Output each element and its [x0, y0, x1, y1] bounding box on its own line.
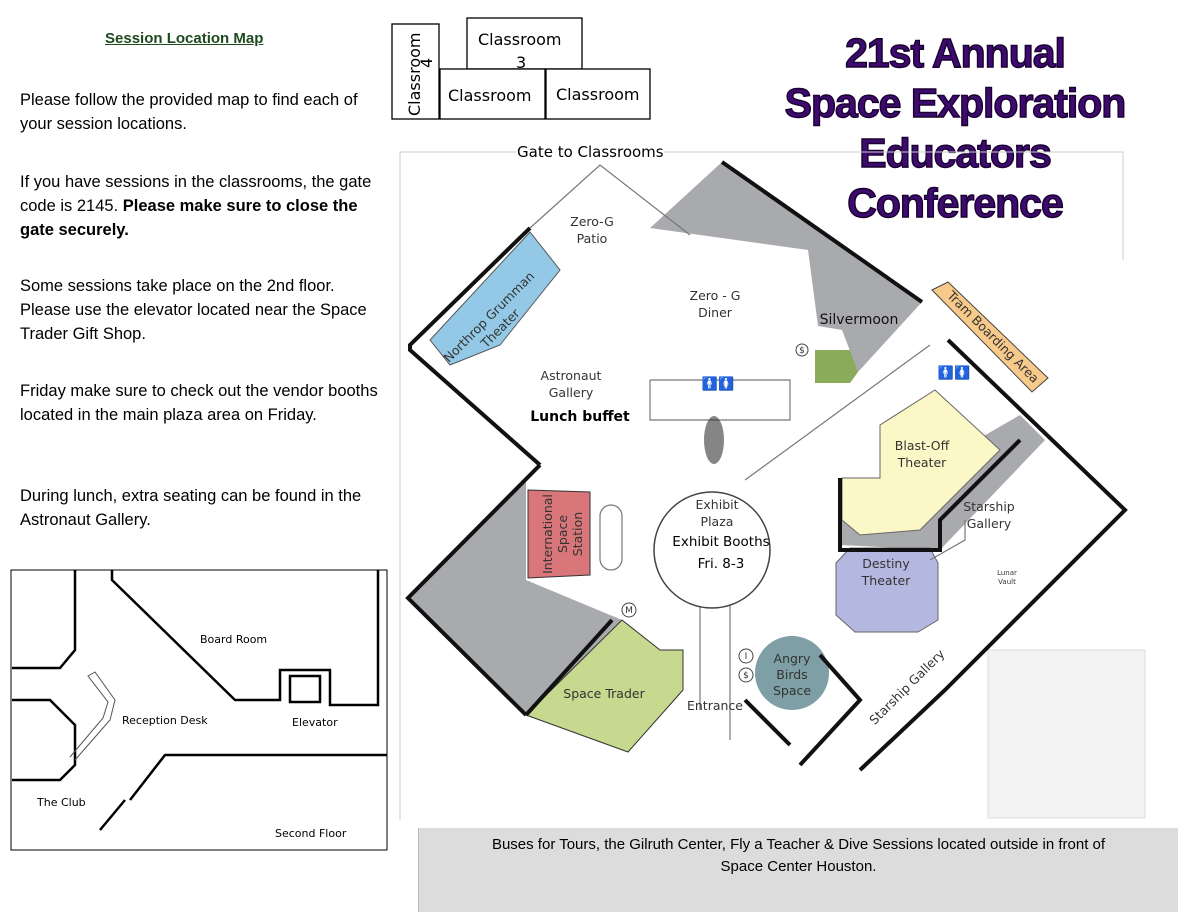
- zerog-diner-label: Zero - G: [690, 288, 741, 303]
- northrop-theater: [429, 231, 561, 366]
- section-heading: Session Location Map: [105, 30, 264, 47]
- gate-label: Gate to Classrooms: [517, 143, 664, 161]
- title-line-3: Educators Conference: [847, 129, 1065, 226]
- elevator-label: Elevator: [292, 716, 338, 729]
- iss-label-3: Station: [570, 512, 585, 556]
- space-trader: [525, 619, 684, 753]
- classroom-b-label: Classroom: [556, 85, 639, 104]
- destiny-label-2: Theater: [861, 573, 911, 588]
- info-icon: I: [745, 652, 748, 662]
- angry-birds-label-3: Space: [773, 683, 811, 698]
- atm-icon-2: $: [799, 346, 805, 356]
- starship-gallery-label: Starship Gallery: [866, 646, 948, 728]
- gray-area-left: [408, 480, 622, 715]
- blastoff-label: Blast-Off: [895, 438, 950, 453]
- atm-icon: $: [743, 671, 749, 681]
- title-line-2: Space Exploration: [784, 79, 1127, 126]
- title-line-1: 21st Annual: [844, 29, 1066, 76]
- blast-off-theater: [841, 389, 1001, 536]
- booth-time-label: Fri. 8-3: [698, 556, 745, 572]
- angry-birds-space: [755, 636, 829, 710]
- buses-notice: Buses for Tours, the Gilruth Center, Fly…: [418, 828, 1178, 912]
- interior-lines: [529, 164, 966, 740]
- starship-gallery-inner-label-2: Gallery: [967, 516, 1012, 531]
- classroom-b: [545, 68, 651, 120]
- board-room-label: Board Room: [200, 633, 267, 646]
- second-floor-map: Board Room Reception Desk Elevator The C…: [10, 569, 388, 851]
- silvermoon-label: Silvermoon: [820, 312, 899, 328]
- zerog-patio-label: Zero-G: [570, 214, 614, 229]
- instructions-elevator: Some sessions take place on the 2nd floo…: [20, 277, 367, 343]
- gate-code-text: If you have sessions in the classrooms, …: [20, 173, 372, 215]
- instructions-lunch: During lunch, extra seating can be found…: [20, 487, 362, 529]
- space-trader-label: Space Trader: [563, 686, 645, 701]
- angry-birds-label-2: Birds: [776, 667, 807, 682]
- entrance-label: Entrance: [687, 698, 743, 713]
- conference-title: 21st Annual Space Exploration Educators …: [750, 28, 1160, 228]
- green-area: [815, 350, 858, 383]
- classroom-a-label: Classroom: [448, 86, 531, 105]
- classroom-4: [391, 23, 440, 120]
- exhibit-plaza-label-2: Plaza: [701, 514, 734, 529]
- club-label: The Club: [36, 796, 86, 809]
- lunar-vault-label-2: Vault: [998, 578, 1016, 586]
- restroom-icon-2: 🚹🚺: [938, 365, 970, 381]
- elevator-sign-icon: M: [625, 606, 633, 616]
- map-frame: [399, 151, 1124, 820]
- instructions-vendors: Friday make sure to check out the vendor…: [20, 382, 378, 424]
- classroom-4-number: 4: [417, 58, 436, 68]
- starship-gallery-inner-label: Starship: [963, 499, 1015, 514]
- buses-line-2: Space Center Houston.: [720, 858, 877, 875]
- zerog-patio-label-2: Patio: [577, 231, 608, 246]
- classroom-a: [439, 68, 546, 120]
- classroom-3-label: Classroom: [478, 30, 561, 49]
- lunch-buffet-label: Lunch buffet: [530, 409, 630, 425]
- gray-area-top: [650, 162, 922, 372]
- instructions-gate: If you have sessions in the classrooms, …: [20, 170, 380, 242]
- blastoff-label-2: Theater: [897, 455, 947, 470]
- exhibit-plaza-label: Exhibit: [696, 497, 739, 512]
- iss-label: International: [540, 494, 555, 574]
- zerog-diner-label-2: Diner: [698, 305, 733, 320]
- classroom-3: [466, 17, 583, 70]
- gate-warning: Please make sure to close the gate secur…: [20, 197, 358, 239]
- iss-room: [527, 489, 591, 579]
- astronaut-gallery-label: Astronaut: [541, 368, 602, 383]
- exhibit-plaza: [653, 491, 771, 609]
- tram-boarding-area: [931, 281, 1049, 393]
- buses-line-1: Buses for Tours, the Gilruth Center, Fly…: [491, 836, 1106, 853]
- iss-label-2: Space: [555, 515, 570, 553]
- instructions-map: Please follow the provided map to find e…: [20, 91, 358, 133]
- destiny-label: Destiny: [862, 556, 910, 571]
- blank-panel: [987, 649, 1146, 819]
- classroom-4-label: Classroom: [405, 33, 424, 116]
- exhibit-booths-label: Exhibit Booths: [672, 534, 769, 550]
- restroom-icon: 🚹🚺: [702, 376, 734, 392]
- reception-label: Reception Desk: [122, 714, 208, 727]
- classrooms: Classroom 4 Classroom 3 Classroom Classr…: [391, 17, 651, 120]
- walls: [405, 160, 1128, 772]
- escalator: [704, 416, 724, 464]
- lunar-vault-label: Lunar: [997, 569, 1017, 577]
- second-floor-label: Second Floor: [275, 827, 347, 840]
- classroom-3-number: 3: [516, 53, 526, 72]
- astronaut-gallery-label-2: Gallery: [549, 385, 594, 400]
- angry-birds-label: Angry: [774, 651, 812, 666]
